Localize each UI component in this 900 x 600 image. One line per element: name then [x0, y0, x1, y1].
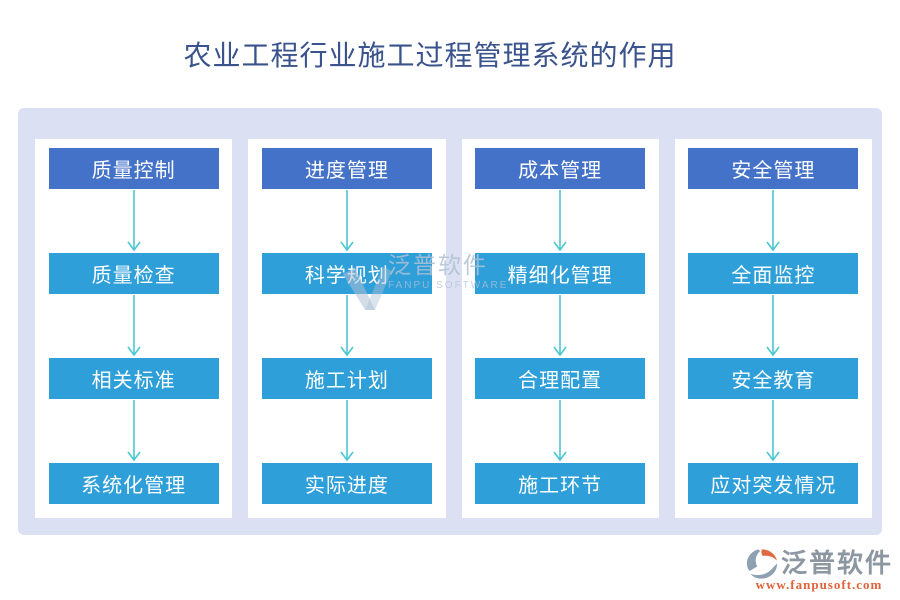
flow-header: 质量控制: [48, 148, 219, 189]
down-arrow-icon: [552, 399, 568, 463]
down-arrow-icon: [339, 399, 355, 463]
flow-step: 应对突发情况: [688, 463, 859, 504]
flow-column-schedule: 进度管理 科学规划 施工计划 实际进度: [248, 139, 446, 518]
flow-step: 精细化管理: [475, 253, 646, 294]
flow-step: 安全教育: [688, 358, 859, 399]
flow-header: 进度管理: [261, 148, 432, 189]
down-arrow-icon: [126, 189, 142, 253]
down-arrow-icon: [765, 189, 781, 253]
flow-board: 质量控制 质量检查 相关标准 系统化管理 进度管理 科学规划 施工计划 实际进度…: [18, 108, 882, 535]
flow-column-quality: 质量控制 质量检查 相关标准 系统化管理: [35, 139, 233, 518]
footer-url: www.fanpusoft.com: [755, 577, 883, 592]
flow-header: 成本管理: [475, 148, 646, 189]
down-arrow-icon: [552, 189, 568, 253]
flow-step: 全面监控: [688, 253, 859, 294]
down-arrow-icon: [126, 294, 142, 358]
flow-step: 相关标准: [48, 358, 219, 399]
down-arrow-icon: [339, 294, 355, 358]
down-arrow-icon: [765, 294, 781, 358]
flow-step: 系统化管理: [48, 463, 219, 504]
footer-brand-text: 泛普软件: [780, 548, 893, 578]
footer-logo: 泛普软件 www.fanpusoft.com: [745, 547, 893, 593]
down-arrow-icon: [552, 294, 568, 358]
flow-column-safety: 安全管理 全面监控 安全教育 应对突发情况: [674, 139, 872, 518]
flow-column-cost: 成本管理 精细化管理 合理配置 施工环节: [461, 139, 659, 518]
down-arrow-icon: [339, 189, 355, 253]
flow-step: 实际进度: [261, 463, 432, 504]
flow-header: 安全管理: [688, 148, 859, 189]
flow-step: 质量检查: [48, 253, 219, 294]
flow-step: 施工计划: [261, 358, 432, 399]
down-arrow-icon: [765, 399, 781, 463]
flow-step: 科学规划: [261, 253, 432, 294]
flow-step: 施工环节: [475, 463, 646, 504]
flow-step: 合理配置: [475, 358, 646, 399]
down-arrow-icon: [126, 399, 142, 463]
page-title: 农业工程行业施工过程管理系统的作用: [183, 41, 677, 72]
fanpu-logo-icon: [746, 549, 778, 579]
